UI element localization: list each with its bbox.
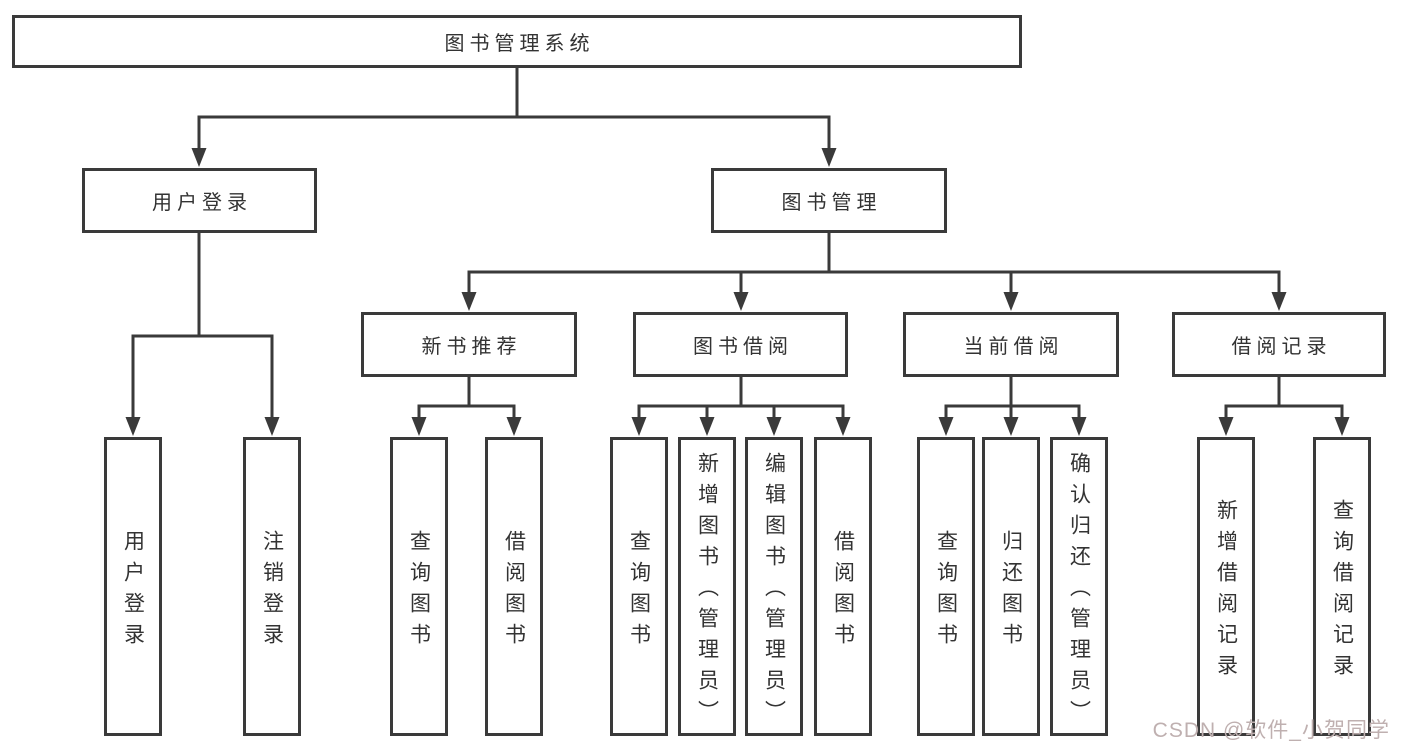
- node-book-borrow: 图书借阅: [633, 312, 848, 377]
- leaf-query-borrow-record: 查询借阅记录: [1313, 437, 1371, 736]
- node-borrow-records: 借阅记录: [1172, 312, 1386, 377]
- leaf-logout: 注销登录: [243, 437, 301, 736]
- leaf-query-books-borrow: 查询图书: [610, 437, 668, 736]
- leaf-borrow-books-recommend: 借阅图书: [485, 437, 543, 736]
- leaf-query-books-current: 查询图书: [917, 437, 975, 736]
- leaf-borrow-books: 借阅图书: [814, 437, 872, 736]
- leaf-return-books: 归还图书: [982, 437, 1040, 736]
- node-root: 图书管理系统: [12, 15, 1022, 68]
- leaf-user-login: 用户登录: [104, 437, 162, 736]
- node-new-book-recommend: 新书推荐: [361, 312, 577, 377]
- node-book-borrow-label: 图书借阅: [693, 336, 793, 358]
- node-user-login-label: 用户登录: [152, 192, 252, 214]
- watermark: CSDN @软件_小贺同学: [1152, 719, 1390, 742]
- node-borrow-records-label: 借阅记录: [1231, 336, 1332, 358]
- node-book-management: 图书管理: [711, 168, 947, 233]
- node-current-borrow-label: 当前借阅: [963, 336, 1064, 358]
- leaf-edit-book-admin: 编辑图书（管理员）: [745, 437, 803, 736]
- node-user-login: 用户登录: [82, 168, 317, 233]
- leaf-add-borrow-record: 新增借阅记录: [1197, 437, 1255, 736]
- arrowheads: [125, 148, 1350, 436]
- leaf-confirm-return-admin: 确认归还（管理员）: [1050, 437, 1108, 736]
- node-new-book-recommend-label: 新书推荐: [421, 336, 522, 358]
- leaf-add-book-admin: 新增图书（管理员）: [678, 437, 736, 736]
- leaf-query-books-recommend: 查询图书: [390, 437, 448, 736]
- node-current-borrow: 当前借阅: [903, 312, 1119, 377]
- node-book-management-label: 图书管理: [781, 192, 882, 214]
- node-root-label: 图书管理系统: [444, 33, 595, 55]
